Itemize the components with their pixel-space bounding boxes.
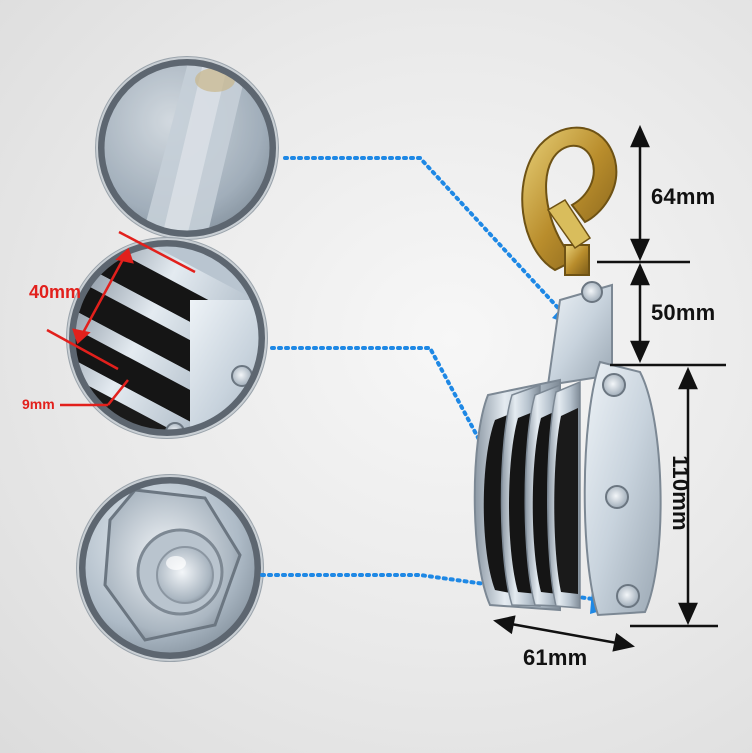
dimension-lines xyxy=(493,124,726,652)
bolt-top xyxy=(602,373,626,397)
sheaves xyxy=(473,378,581,612)
pulley-block xyxy=(473,126,662,617)
closeup-bolt-lens xyxy=(76,474,264,662)
closeup-plate-lens xyxy=(95,56,279,240)
sheave-width-label: 40mm xyxy=(29,282,82,302)
sheave-width-callout xyxy=(46,230,196,407)
closeup-sheave-lens xyxy=(66,237,268,439)
dimension-hook-label: 64mm xyxy=(651,184,716,209)
bolt-bottom xyxy=(616,584,640,608)
bolt-middle xyxy=(605,485,629,509)
hook xyxy=(521,126,618,276)
dimension-shackle-label: 50mm xyxy=(651,300,716,325)
dimension-body-height-label: 110mm xyxy=(668,455,693,531)
plate-thickness-label: 9mm xyxy=(22,396,55,412)
dimension-body-width-label: 61mm xyxy=(523,645,588,670)
